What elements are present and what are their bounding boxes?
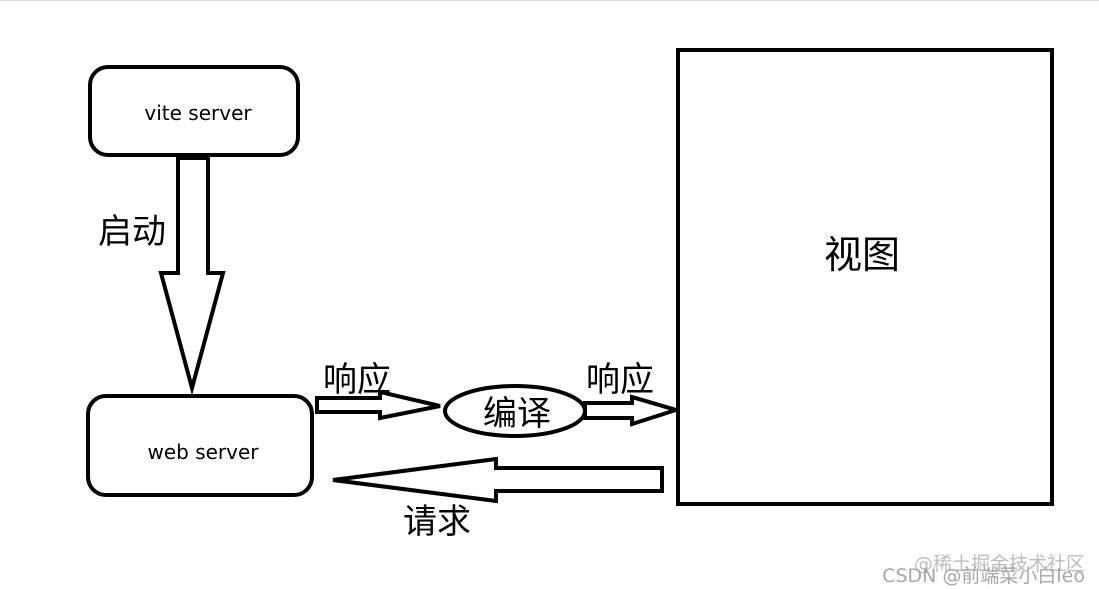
start-arrow [158, 156, 226, 396]
request-label: 请求 [403, 502, 471, 542]
vite-server-label: vite server [144, 101, 252, 125]
web-server-box [86, 394, 314, 497]
request-arrow [332, 456, 664, 504]
response-label-2: 响应 [586, 360, 654, 400]
response-label-1: 响应 [323, 360, 391, 400]
vite-server-node: vite server [88, 65, 300, 157]
compile-node: 编译 [443, 384, 587, 438]
view-box [676, 48, 1054, 506]
vite-server-box [88, 65, 300, 157]
web-server-node: web server [86, 394, 314, 497]
response-arrow-2 [583, 394, 683, 427]
view-label: 视图 [824, 233, 900, 277]
view-node: 视图 [676, 48, 1054, 506]
juejin-watermark: @稀土掘金技术社区 [913, 553, 1085, 575]
csdn-watermark: CSDN @前端菜小白leo [882, 565, 1085, 587]
start-label: 启动 [98, 212, 166, 252]
compile-label: 编译 [483, 394, 551, 434]
web-server-label: web server [147, 440, 259, 464]
response-arrow-1 [315, 389, 441, 421]
top-border-line [0, 0, 1099, 1]
